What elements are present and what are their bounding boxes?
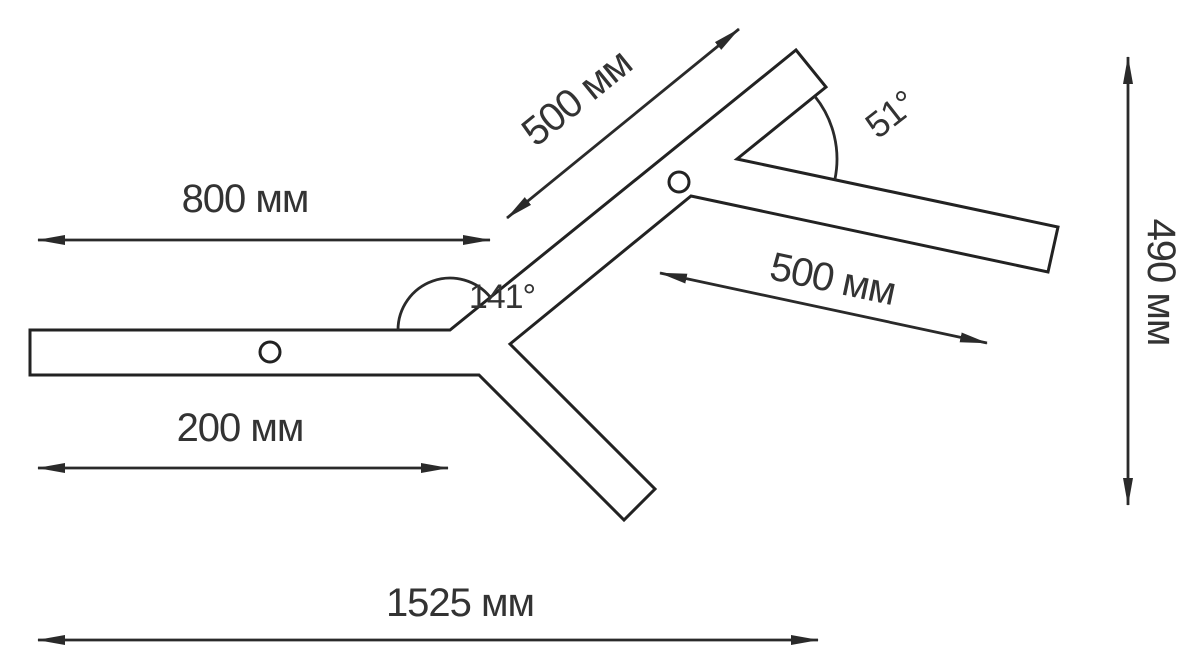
dim-500-right-arrow [659, 271, 988, 345]
dim-500-upper-label: 500 мм [514, 41, 640, 155]
angle-141-label: 141° [469, 278, 535, 316]
dim-500-upper-arrow [506, 27, 740, 220]
dim-800-label: 800 мм [182, 177, 309, 221]
dim-1525-label: 1525 мм [386, 581, 534, 625]
angle-arc-51 [813, 95, 839, 181]
angle-51-label: 51° [857, 82, 923, 146]
mounting-hole-left [258, 340, 282, 364]
fixture-outline [28, 47, 1060, 523]
dim-500-right-label: 500 мм [766, 245, 899, 314]
angle-arc-141 [396, 276, 492, 331]
dim-490-label: 490 мм [1139, 219, 1183, 346]
mounting-hole-upper [667, 170, 691, 194]
dim-200-label: 200 мм [177, 406, 304, 450]
